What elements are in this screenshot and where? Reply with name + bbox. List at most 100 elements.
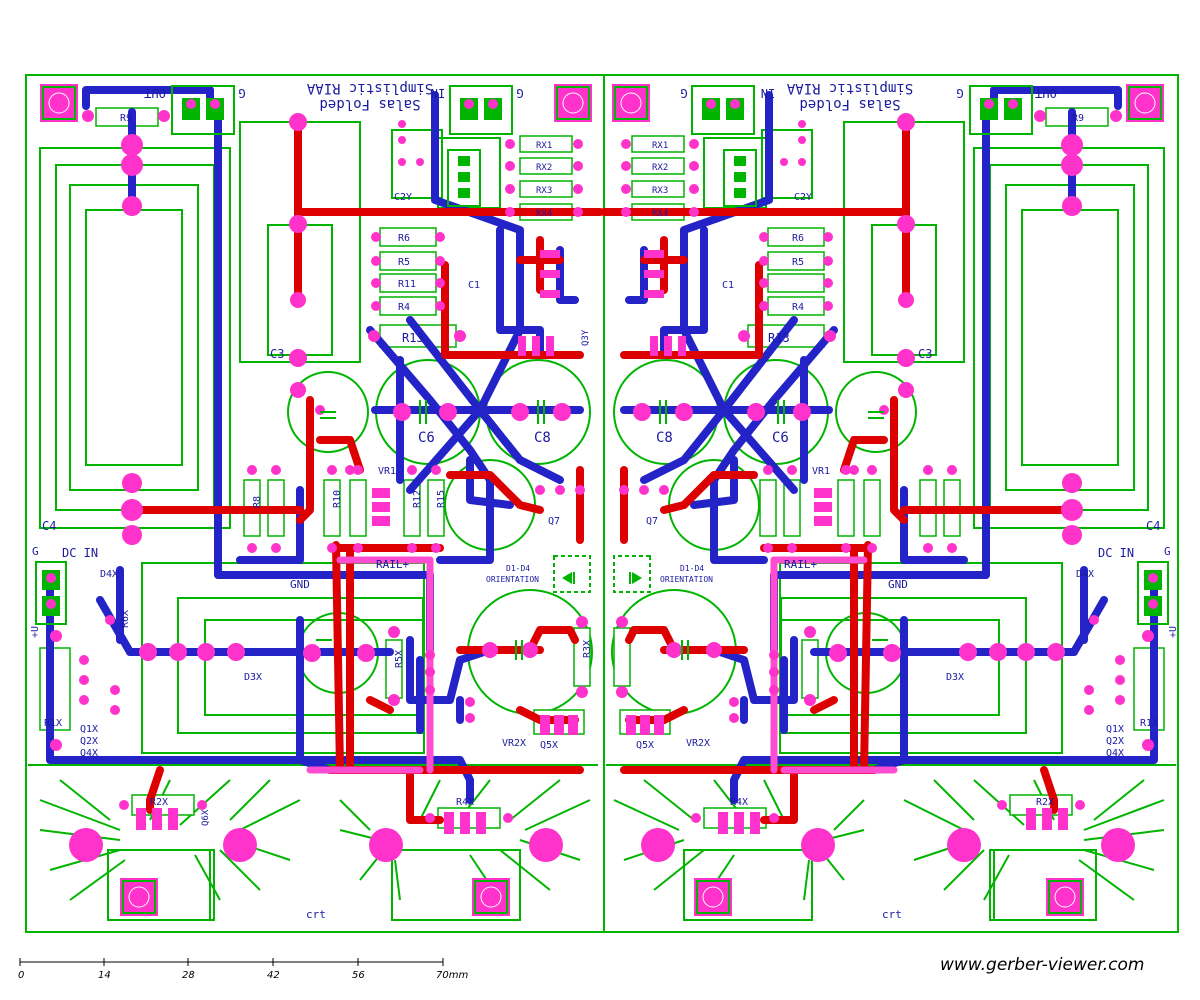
ref-c2y-right: C2Y — [794, 192, 812, 203]
ref-c6: C6 — [418, 430, 435, 446]
ref-rx2-right: RX2 — [652, 163, 668, 173]
label-g4: G — [680, 86, 687, 100]
label-crt-right: crt — [882, 908, 902, 921]
ref-rx3: RX3 — [536, 186, 552, 196]
label-crt: crt — [306, 908, 326, 921]
label-in: IN — [431, 86, 445, 100]
ref-c3x: D4X — [100, 569, 118, 580]
label-g3: G — [956, 86, 963, 100]
label-out: OUT — [144, 86, 166, 100]
ref-r13: R13 — [402, 331, 424, 345]
ref-d2x: Q1X — [80, 724, 98, 735]
label-orient-2: ORIENTATION — [486, 575, 539, 584]
ref-r1x: R1X — [44, 718, 62, 729]
scale-tick-42: 42 — [267, 970, 280, 981]
ref-c3-right: C3 — [918, 347, 932, 361]
ref-r9: R9 — [120, 113, 132, 124]
label-plus-u: +U — [30, 626, 41, 638]
ref-q7: Q7 — [548, 516, 560, 527]
label-rail: RAIL+ — [376, 558, 409, 571]
label-gnd: GND — [290, 578, 310, 591]
ref-q7-right: Q7 — [646, 516, 658, 527]
ref-c8: C8 — [534, 430, 551, 446]
ref-rx2: RX2 — [536, 163, 552, 173]
ref-rx1-right: RX1 — [652, 141, 668, 151]
ref-q1x: Q6X — [201, 809, 211, 826]
ref-r4x-right: R4X — [730, 797, 748, 808]
ref-r15: R15 — [436, 490, 447, 508]
label-gnd-right: GND — [888, 578, 908, 591]
ref-rx1: RX1 — [536, 141, 552, 151]
label-plus-u-right: +U — [1168, 626, 1179, 638]
ref-r4: R4 — [398, 302, 410, 313]
label-dc-in: DC IN — [62, 546, 98, 560]
ref-c4-right: C4 — [1146, 519, 1160, 533]
scale-tick-14: 14 — [98, 970, 111, 981]
scale-tick-70mm: 70mm — [436, 970, 469, 981]
ref-c2x: D3X — [244, 672, 262, 683]
ref-d1x-right: VR2X — [686, 738, 710, 749]
ref-c4: C4 — [42, 519, 56, 533]
ref-rx3-right: RX3 — [652, 186, 668, 196]
label-orient-2-right: ORIENTATION — [660, 575, 713, 584]
ref-q3y: Q3Y — [581, 329, 591, 346]
ref-r4-right: R4 — [792, 302, 804, 313]
ref-r9-right: R9 — [1072, 113, 1084, 124]
scale-tick-28: 28 — [182, 970, 195, 981]
label-orient-1-right: D1-D4 — [680, 564, 704, 573]
ref-rx4-right: RX4 — [652, 209, 668, 219]
ref-vr1-right: VR1 — [812, 466, 830, 477]
ref-r6x: R6X — [120, 610, 131, 628]
label-in-right: IN — [761, 86, 775, 100]
left-labels: Salas Folded Simplistic RIAA OUT G IN G … — [30, 80, 593, 921]
ref-r4x: R4X — [456, 797, 474, 808]
ref-r11: R11 — [398, 279, 416, 290]
ref-r6-right: R6 — [792, 233, 804, 244]
ref-r2x: R2X — [150, 797, 168, 808]
scale-ruler — [19, 958, 444, 966]
ref-c1-right: C1 — [722, 280, 734, 291]
title-line1: Salas Folded — [319, 96, 420, 112]
scale-tick-56: 56 — [352, 970, 365, 981]
ref-c2x-right: D3X — [946, 672, 964, 683]
left-channel — [28, 84, 600, 920]
ref-r12: R12 — [412, 490, 423, 508]
ref-d2x-right: Q1X — [1106, 724, 1124, 735]
ref-r13-right: R13 — [768, 331, 790, 345]
ref-c3: C3 — [270, 347, 284, 361]
ref-vr2x: Q5X — [540, 740, 558, 751]
ref-r8: R8 — [252, 496, 263, 508]
scale-bar: 0 14 28 42 56 70mm — [18, 958, 478, 988]
ref-c1: C1 — [468, 280, 480, 291]
scale-tick-0: 0 — [18, 970, 25, 981]
ref-c8-right: C8 — [656, 430, 673, 446]
ref-c2y: C2Y — [394, 192, 412, 203]
board-outline — [25, 74, 1179, 933]
ref-vr2x-right: Q5X — [636, 740, 654, 751]
title-line2: Simplistic RIAA — [306, 80, 433, 96]
ref-r5x: R5X — [394, 650, 405, 668]
title-line1-right: Salas Folded — [799, 96, 900, 112]
ref-r5-right: R5 — [792, 257, 804, 268]
label-g2: G — [516, 86, 523, 100]
title-line2-right: Simplistic RIAA — [786, 80, 913, 96]
ref-c3x-right: D4X — [1076, 569, 1094, 580]
ref-d3x: Q2X — [80, 736, 98, 747]
ref-r10: R10 — [332, 490, 343, 508]
ref-rx4: RX4 — [536, 209, 552, 219]
label-rail-right: RAIL+ — [784, 558, 817, 571]
ref-r5: R5 — [398, 257, 410, 268]
label-out-right: OUT — [1035, 86, 1057, 100]
brand-link[interactable]: www.gerber-viewer.com — [940, 955, 1145, 975]
ref-c6-right: C6 — [772, 430, 789, 446]
ref-d1x: VR2X — [502, 738, 526, 749]
ref-vr1: VR1 — [378, 466, 396, 477]
ref-r2x-right: R2X — [1036, 797, 1054, 808]
ref-d4x-right: Q4X — [1106, 748, 1124, 759]
label-dc-in-right: DC IN — [1098, 546, 1134, 560]
ref-r1x-right: R1X — [1140, 718, 1158, 729]
ref-d3x-right: Q2X — [1106, 736, 1124, 747]
right-channel — [604, 84, 1176, 920]
ref-d4x: Q4X — [80, 748, 98, 759]
label-g-dc-right: G — [1164, 545, 1171, 558]
